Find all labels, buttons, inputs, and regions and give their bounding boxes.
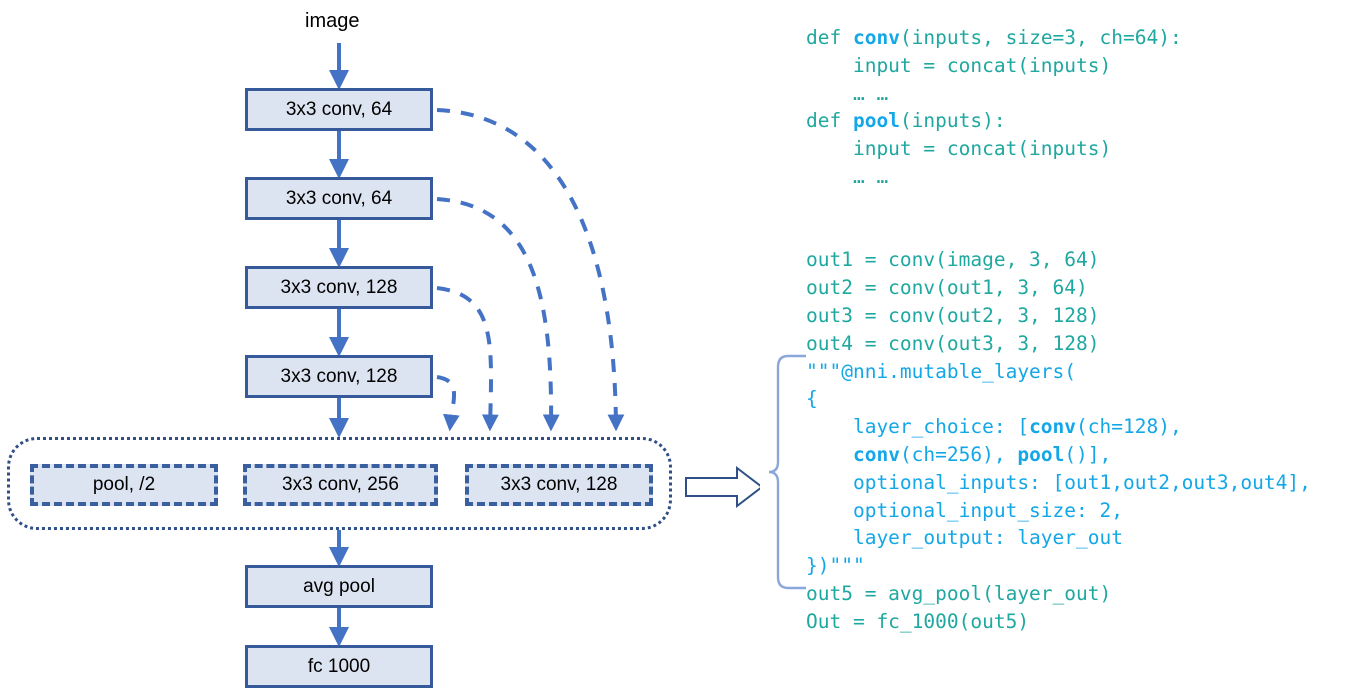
code-line: """@nni.mutable_layers( (806, 358, 1365, 386)
code-token: input = concat(inputs) (806, 137, 1112, 161)
skip-curve-conv4 (436, 375, 460, 432)
code-token: layer_output: layer_out (806, 526, 1123, 550)
code-token: (ch=128), (1076, 415, 1182, 439)
node-label: 3x3 conv, 128 (500, 474, 618, 495)
diagram-connectors (329, 43, 760, 647)
code-token: … … (806, 164, 889, 188)
node-conv-3[interactable]: 3x3 conv, 128 (245, 266, 433, 309)
code-token: out5 = avg_pool(layer_out) (806, 581, 1112, 605)
code-token: input = concat(inputs) (806, 53, 1112, 77)
code-token: conv (852, 442, 900, 466)
node-label: 3x3 conv, 64 (285, 98, 393, 120)
node-label: pool, /2 (92, 474, 156, 495)
skip-curve-conv3 (436, 286, 499, 432)
code-token: conv (1029, 415, 1077, 439)
code-line: layer_output: layer_out (806, 524, 1365, 552)
architecture-diagram: image 3x3 conv, 64 3x3 conv, 64 3x3 conv… (7, 10, 760, 688)
code-token: optional_inputs: [out1,out2,out3,out4], (806, 470, 1311, 494)
code-token: pool (852, 109, 900, 133)
code-token: })""" (806, 554, 865, 578)
code-line: out4 = conv(out3, 3, 128) (806, 330, 1365, 358)
choice-node-conv-256[interactable]: 3x3 conv, 256 (243, 464, 438, 506)
code-line: optional_inputs: [out1,out2,out3,out4], (806, 469, 1365, 497)
choice-node-pool[interactable]: pool, /2 (30, 464, 218, 506)
node-label: 3x3 conv, 64 (285, 187, 393, 209)
node-label: 3x3 conv, 128 (280, 276, 398, 298)
code-line: … … (806, 80, 1365, 108)
code-token: def (806, 109, 853, 133)
node-label: avg pool (303, 575, 375, 597)
code-token: layer_choice: [ (806, 415, 1030, 439)
code-line: optional_input_size: 2, (806, 497, 1365, 525)
node-conv-1[interactable]: 3x3 conv, 64 (245, 88, 433, 131)
code-token: out4 = conv(out3, 3, 128) (806, 331, 1100, 355)
code-token: conv (852, 26, 900, 49)
code-line (806, 191, 1365, 219)
code-token: pool (1017, 442, 1065, 466)
code-token: """@nni.mutable_layers( (806, 359, 1077, 383)
choice-node-conv-128[interactable]: 3x3 conv, 128 (465, 464, 653, 506)
code-line: Out = fc_1000(out5) (806, 608, 1365, 636)
code-line: input = concat(inputs) (806, 135, 1365, 163)
node-label: 3x3 conv, 256 (282, 474, 399, 495)
code-token (806, 443, 853, 466)
node-label: 3x3 conv, 128 (280, 365, 398, 387)
code-line: layer_choice: [conv(ch=128), (806, 413, 1365, 441)
code-line: def conv(inputs, size=3, ch=64): (806, 24, 1365, 52)
code-line: out3 = conv(out2, 3, 128) (806, 302, 1365, 330)
mutable-layer-group (7, 437, 672, 530)
node-avg-pool[interactable]: avg pool (245, 565, 433, 608)
code-line: })""" (806, 552, 1365, 580)
code-snippet: def conv(inputs, size=3, ch=64): input =… (806, 24, 1365, 636)
code-line: def pool(inputs): (806, 107, 1365, 135)
code-token: out2 = conv(out1, 3, 64) (806, 276, 1088, 300)
skip-curve-conv1 (436, 108, 625, 432)
code-token: … … (806, 81, 889, 105)
node-fc-1000[interactable]: fc 1000 (245, 645, 433, 688)
node-conv-2[interactable]: 3x3 conv, 64 (245, 177, 433, 220)
code-line (806, 219, 1365, 247)
skip-curve-conv2 (436, 197, 560, 432)
code-token: (inputs): (899, 109, 1006, 133)
code-block-brace (768, 354, 806, 590)
node-label: fc 1000 (307, 655, 371, 677)
code-token: out1 = conv(image, 3, 64) (806, 248, 1100, 272)
code-token: Out = fc_1000(out5) (806, 609, 1030, 633)
code-line: out5 = avg_pool(layer_out) (806, 580, 1365, 608)
input-label: image (305, 10, 360, 32)
code-token: (inputs, size=3, ch=64): (899, 26, 1182, 49)
code-line: out2 = conv(out1, 3, 64) (806, 274, 1365, 302)
node-conv-4[interactable]: 3x3 conv, 128 (245, 355, 433, 398)
code-line: … … (806, 163, 1365, 191)
code-line: conv(ch=256), pool()], (806, 441, 1365, 469)
code-line: { (806, 385, 1365, 413)
code-token: { (806, 387, 818, 411)
code-token: optional_input_size: 2, (806, 498, 1123, 522)
code-line: out1 = conv(image, 3, 64) (806, 246, 1365, 274)
code-token: (ch=256), (899, 442, 1018, 466)
code-token: def (806, 26, 853, 49)
code-token: ()], (1064, 442, 1112, 466)
code-line: input = concat(inputs) (806, 52, 1365, 80)
code-token: out3 = conv(out2, 3, 128) (806, 303, 1100, 327)
block-arrow-to-code (685, 465, 760, 509)
